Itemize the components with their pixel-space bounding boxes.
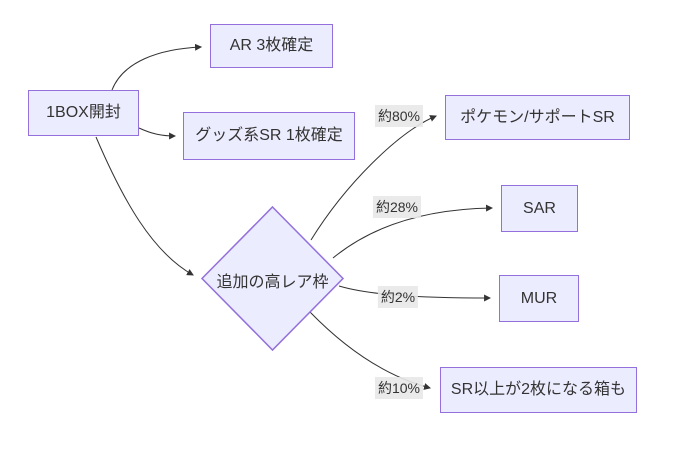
- decision-diamond-shape: [200, 205, 345, 352]
- node-ar-3-guaranteed: AR 3枚確定: [210, 24, 333, 68]
- node-1box-open-label: 1BOX開封: [46, 104, 121, 122]
- node-mur: MUR: [499, 275, 579, 322]
- edge-box-open-to-goods-sr: [138, 127, 177, 140]
- edge-label-2pct: 約2%: [377, 286, 419, 308]
- node-goods-sr-guaranteed: グッズ系SR 1枚確定: [183, 112, 355, 160]
- edge-label-10pct: 約10%: [374, 377, 424, 399]
- node-1box-open: 1BOX開封: [28, 90, 139, 136]
- edge-box-open-to-extra-rare: [95, 136, 194, 276]
- node-goods-sr-guaranteed-label: グッズ系SR 1枚確定: [195, 127, 343, 145]
- node-pokemon-support-sr: ポケモン/サポートSR: [445, 95, 630, 140]
- edge-extra-rare-to-sar: [332, 204, 494, 259]
- edge-label-80pct: 約80%: [374, 105, 424, 127]
- node-pokemon-support-sr-label: ポケモン/サポートSR: [460, 108, 615, 126]
- edge-label-28pct: 約28%: [372, 196, 422, 218]
- edge-box-open-to-ar: [111, 43, 203, 91]
- node-sr-two-cards-box-label: SR以上が2枚になる箱も: [450, 381, 627, 399]
- node-sar-label: SAR: [523, 199, 556, 217]
- node-mur-label: MUR: [520, 289, 558, 307]
- node-sar: SAR: [501, 185, 578, 232]
- node-ar-3-guaranteed-label: AR 3枚確定: [229, 37, 314, 55]
- node-sr-two-cards-box: SR以上が2枚になる箱も: [440, 367, 637, 413]
